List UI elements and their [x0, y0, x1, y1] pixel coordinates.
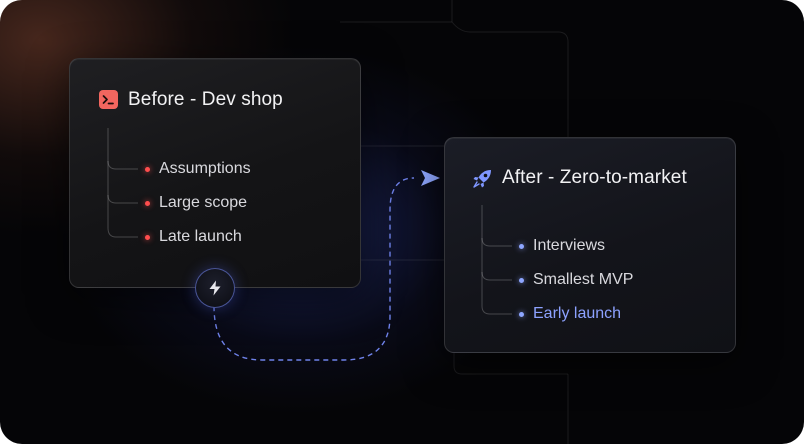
after-card: After - Zero-to-market Interviews Smalle…: [444, 137, 736, 353]
before-card: Before - Dev shop Assumptions Large scop…: [69, 58, 361, 288]
list-item-label: Large scope: [159, 194, 248, 211]
bullet-dot: [145, 166, 150, 172]
lightning-bolt-icon: [209, 280, 221, 296]
list-item: Late launch: [145, 227, 242, 247]
list-item-label: Smallest MVP: [533, 271, 634, 288]
before-card-title: Before - Dev shop: [128, 89, 283, 110]
list-item-label: Assumptions: [159, 160, 251, 177]
list-item-highlighted: Early launch: [519, 304, 621, 324]
lightning-badge: [195, 268, 235, 308]
send-arrow-icon: [421, 170, 440, 186]
list-item-label: Late launch: [159, 228, 242, 245]
list-item: Assumptions: [145, 159, 251, 179]
list-item-label: Early launch: [533, 305, 622, 322]
bullet-dot: [519, 277, 524, 283]
bullet-dot: [145, 234, 150, 240]
bullet-dot: [519, 243, 524, 249]
list-item: Smallest MVP: [519, 270, 633, 290]
bullet-dot: [145, 200, 150, 206]
bullet-dot: [519, 311, 524, 317]
after-card-title: After - Zero-to-market: [502, 167, 687, 188]
terminal-icon: [99, 90, 118, 114]
rocket-icon: [472, 168, 493, 194]
list-item: Interviews: [519, 236, 605, 256]
list-item: Large scope: [145, 193, 247, 213]
list-item-label: Interviews: [533, 237, 606, 254]
